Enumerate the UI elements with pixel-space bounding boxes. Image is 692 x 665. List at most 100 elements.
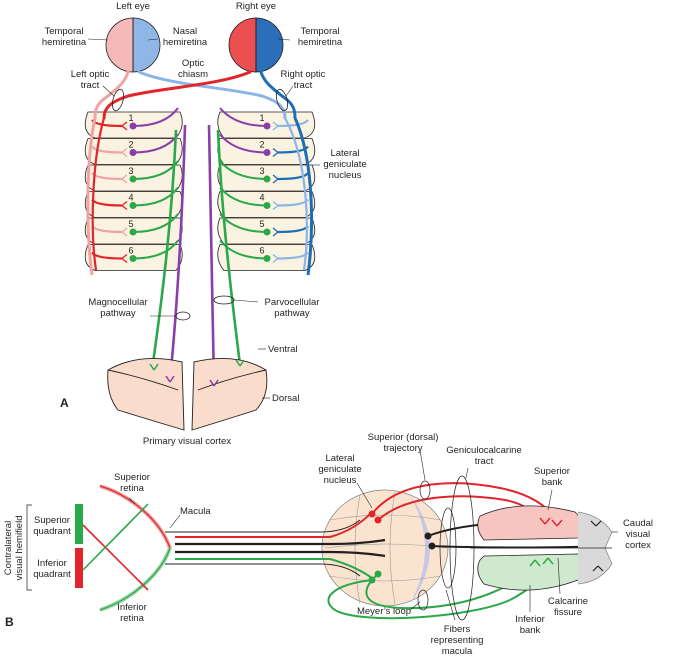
lgn-right-terminal bbox=[272, 227, 279, 237]
lgn-left-output-fiber bbox=[132, 160, 179, 180]
lgn-right-layer-number: 5 bbox=[259, 219, 264, 229]
caudal-cortex-1: Caudal bbox=[623, 518, 653, 529]
optic-chiasm-2: chiasm bbox=[178, 69, 208, 80]
left-tract-trunk-contra bbox=[91, 117, 106, 271]
caudal-cortex-3: cortex bbox=[625, 540, 651, 551]
inferior-retina-1: Inferior bbox=[117, 602, 147, 613]
meyers-loop-label: Meyer’s loop bbox=[357, 606, 411, 617]
panel-b-letter: B bbox=[5, 615, 14, 629]
lgn-left-layer-number: 1 bbox=[128, 113, 133, 123]
superior-retina-2: retina bbox=[120, 483, 144, 494]
lgn-left-terminal bbox=[121, 200, 128, 211]
lgn-a-3: nucleus bbox=[329, 170, 362, 181]
optic-tract-b bbox=[165, 511, 386, 579]
left-eye bbox=[105, 17, 161, 73]
fibers-macula-2: representing bbox=[431, 635, 484, 646]
lgn-left-output-fiber bbox=[132, 239, 179, 260]
lgn-right-terminal bbox=[272, 147, 279, 158]
right-optic-tract-marker bbox=[275, 88, 289, 112]
ascending-radiations bbox=[150, 124, 242, 386]
lgn-b-1: Lateral bbox=[325, 453, 354, 464]
lgn-left-terminal bbox=[121, 147, 128, 158]
lgn-left-output-fiber bbox=[132, 213, 179, 233]
lgn-right-layer-number: 6 bbox=[259, 246, 264, 256]
lgn-b-3: nucleus bbox=[324, 475, 357, 486]
lgn-left-input-fiber bbox=[91, 172, 123, 181]
parvocellular-2: pathway bbox=[274, 308, 310, 319]
magnocellular-2: pathway bbox=[100, 308, 136, 319]
right-eye-label: Right eye bbox=[236, 1, 276, 12]
lgn-left-layer-number: 3 bbox=[128, 166, 133, 176]
superior-quadrant-2: quadrant bbox=[33, 526, 71, 537]
lgn-right-layer-number: 1 bbox=[259, 113, 264, 123]
lgn-left-layer-number: 4 bbox=[128, 193, 133, 203]
primary-visual-cortex-label: Primary visual cortex bbox=[143, 436, 231, 447]
lgn-right-output-fiber bbox=[219, 239, 268, 260]
left-optic-tract-2: tract bbox=[81, 80, 100, 91]
lgn-a-1: Lateral bbox=[330, 148, 359, 159]
lgn-left-input-fiber bbox=[91, 251, 123, 260]
lgn-right-layer-number: 2 bbox=[259, 140, 264, 150]
right-optic-tract-1: Right optic bbox=[281, 69, 326, 80]
right-eye bbox=[228, 17, 284, 73]
calcarine-2: fissure bbox=[554, 607, 582, 618]
lgn-right-output-fiber bbox=[219, 107, 268, 127]
contralateral-2: visual hemifield bbox=[14, 516, 25, 581]
lgn-right-terminal bbox=[272, 174, 279, 184]
fibers-macula-1: Fibers bbox=[444, 624, 471, 635]
lgn-right-output-fiber bbox=[219, 160, 268, 180]
lgn-a-2: geniculate bbox=[323, 159, 366, 170]
superior-bank-1: Superior bbox=[534, 466, 570, 477]
left-optic-tract-marker bbox=[111, 88, 125, 112]
lgn-left-terminal bbox=[121, 227, 128, 237]
lgn-b-2: geniculate bbox=[318, 464, 361, 475]
inferior-bank-1: Inferior bbox=[515, 614, 545, 625]
right-tract-trunk-contra bbox=[284, 117, 308, 271]
superior-bank-2: bank bbox=[542, 477, 563, 488]
right-tract-trunk-ipsi bbox=[293, 117, 314, 276]
panel-a-letter: A bbox=[60, 396, 69, 410]
lgn-left-output-fiber bbox=[132, 107, 179, 127]
lgn-right-layer-number: 3 bbox=[259, 166, 264, 176]
lgn-left-layer-number: 2 bbox=[128, 140, 133, 150]
ventral-label: Ventral bbox=[268, 344, 298, 355]
lgn-right-input-fiber bbox=[277, 251, 309, 260]
superior-retina-1: Superior bbox=[114, 472, 150, 483]
lgn-right-output-fiber bbox=[219, 133, 268, 154]
lgn-left-terminal bbox=[121, 253, 128, 264]
retina-b bbox=[82, 484, 172, 612]
temporal-hemiretina-right-2: hemiretina bbox=[298, 37, 343, 48]
inferior-retina-2: retina bbox=[120, 613, 144, 624]
optic-pathways bbox=[93, 70, 297, 120]
lgn-left-output-fiber bbox=[132, 186, 179, 207]
visual-field bbox=[26, 504, 83, 591]
temporal-hemiretina-right-1: Temporal bbox=[300, 26, 339, 37]
magno-marker bbox=[175, 311, 191, 321]
left-eye-label: Left eye bbox=[116, 1, 150, 12]
calcarine-1: Calcarine bbox=[548, 596, 588, 607]
caudal-cortex-2: visual bbox=[626, 529, 650, 540]
superior-quadrant-1: Superior bbox=[34, 515, 70, 526]
cortex-terminals bbox=[149, 359, 245, 387]
calcarine-cortex bbox=[470, 505, 613, 591]
right-optic-tract-2: tract bbox=[294, 80, 313, 91]
magnocellular-1: Magnocellular bbox=[88, 297, 147, 308]
panel-a-leaders bbox=[87, 38, 320, 399]
parvocellular-1: Parvocellular bbox=[265, 297, 320, 308]
lgn-right-layer-number: 4 bbox=[259, 193, 264, 203]
primary-visual-cortex bbox=[107, 357, 268, 431]
lgn-left-terminal bbox=[121, 121, 128, 131]
contralateral-1: Contralateral bbox=[3, 521, 14, 575]
lgn-left-terminal bbox=[121, 174, 128, 184]
left-optic-tract-1: Left optic bbox=[71, 69, 110, 80]
superior-trajectory-1: Superior (dorsal) bbox=[368, 432, 439, 443]
left-tract-trunk-ipsi bbox=[86, 117, 97, 276]
panel-b-leaders bbox=[128, 449, 618, 621]
lgn-right-input-fiber bbox=[277, 172, 309, 181]
lgn-right-terminal bbox=[272, 200, 279, 211]
lgn-right-terminal bbox=[272, 121, 279, 131]
labels: A Left eye Right eye Temporal hemiretina… bbox=[3, 1, 653, 657]
geniculocalcarine-2: tract bbox=[475, 456, 494, 467]
